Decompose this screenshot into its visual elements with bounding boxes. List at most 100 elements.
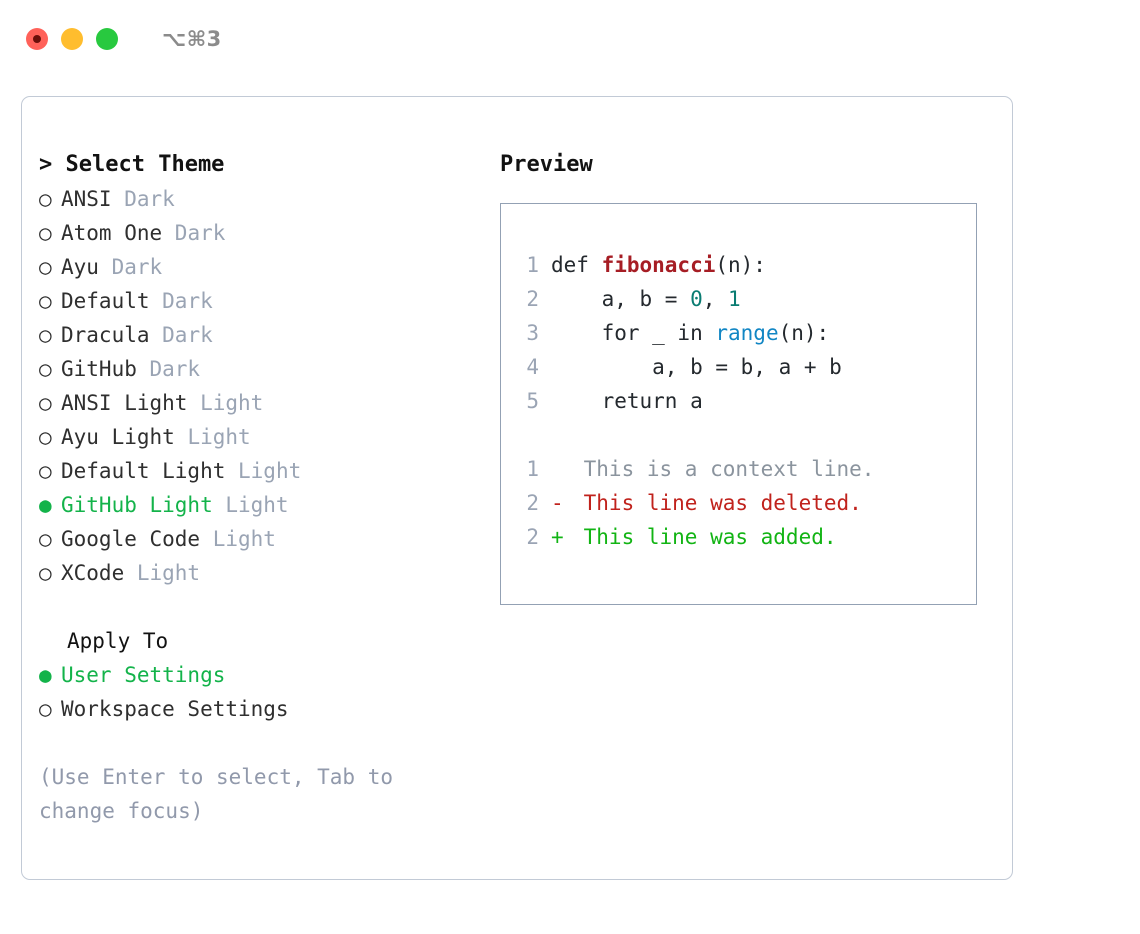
window-controls bbox=[26, 28, 118, 50]
apply-to-option-label: Workspace Settings bbox=[61, 697, 289, 721]
theme-option-variant: Light bbox=[174, 425, 251, 449]
theme-option-label: GitHub bbox=[61, 357, 137, 381]
radio-unselected-icon: ○ bbox=[39, 187, 52, 211]
code-line: 2 a, b = 0, 1 bbox=[513, 282, 976, 316]
title-bar: ⌥⌘3 bbox=[0, 0, 1140, 78]
diff-marker-icon bbox=[551, 452, 571, 486]
theme-option-default-light[interactable]: ○ Default Light Light bbox=[39, 454, 479, 488]
theme-option-ayu-light[interactable]: ○ Ayu Light Light bbox=[39, 420, 479, 454]
code-token-num: 0 bbox=[690, 287, 703, 311]
code-line: 3 for _ in range(n): bbox=[513, 316, 976, 350]
theme-option-variant: Dark bbox=[136, 357, 201, 381]
theme-option-dracula[interactable]: ○ Dracula Dark bbox=[39, 318, 479, 352]
code-token-plain: , bbox=[702, 287, 729, 311]
code-line: 5 return a bbox=[513, 384, 976, 418]
theme-option-github[interactable]: ○GitHub Dark bbox=[39, 352, 479, 386]
code-diff-spacer bbox=[513, 418, 976, 452]
keyboard-shortcut-label: ⌥⌘3 bbox=[162, 27, 222, 51]
theme-option-label: Default Light bbox=[61, 459, 226, 483]
diff-line-context: 1 This is a context line. bbox=[513, 452, 976, 486]
line-number: 4 bbox=[526, 355, 539, 379]
apply-to-option-user-settings[interactable]: ● User Settings bbox=[39, 658, 479, 692]
radio-unselected-icon: ○ bbox=[39, 255, 52, 279]
theme-option-list: ○ANSI Dark○Atom One Dark○Ayu Dark○Defaul… bbox=[39, 182, 479, 590]
theme-option-label: Default bbox=[61, 289, 150, 313]
radio-unselected-icon: ○ bbox=[39, 697, 52, 721]
line-number: 2 bbox=[526, 525, 539, 549]
code-token-plain: return a bbox=[551, 389, 703, 413]
code-token-plain: def bbox=[551, 253, 602, 277]
diff-line-text: This is a context line. bbox=[571, 457, 875, 481]
apply-to-option-list: ● User Settings ○ Workspace Settings bbox=[39, 658, 479, 726]
theme-option-ansi-light[interactable]: ○ANSI Light Light bbox=[39, 386, 479, 420]
code-token-plain: (n): bbox=[715, 253, 766, 277]
theme-option-variant: Light bbox=[124, 561, 201, 585]
line-number: 2 bbox=[526, 287, 539, 311]
code-token-plain: a, b = b, a + b bbox=[551, 355, 842, 379]
theme-option-label: ANSI bbox=[61, 187, 112, 211]
hint-spacer bbox=[39, 726, 479, 760]
apply-to-option-label: User Settings bbox=[61, 663, 226, 687]
theme-option-variant: Light bbox=[225, 459, 302, 483]
theme-option-variant: Dark bbox=[98, 255, 163, 279]
diff-line-text: This line was deleted. bbox=[571, 491, 862, 515]
code-token-num: 1 bbox=[728, 287, 741, 311]
line-number: 1 bbox=[526, 457, 539, 481]
theme-option-variant: Dark bbox=[162, 221, 226, 245]
theme-option-variant: Light bbox=[212, 493, 289, 517]
radio-unselected-icon: ○ bbox=[39, 323, 52, 347]
line-number: 3 bbox=[526, 321, 539, 345]
theme-option-label: ANSI Light bbox=[61, 391, 188, 415]
theme-option-xcode[interactable]: ○ XCode Light bbox=[39, 556, 479, 590]
line-number: 2 bbox=[526, 491, 539, 515]
theme-option-variant: Dark bbox=[111, 187, 175, 211]
theme-option-label: Ayu bbox=[61, 255, 99, 279]
radio-unselected-icon: ○ bbox=[39, 459, 52, 483]
list-spacer bbox=[39, 590, 479, 624]
code-token-plain: for _ in bbox=[551, 321, 716, 345]
radio-unselected-icon: ○ bbox=[39, 425, 52, 449]
code-token-plain: a, b = bbox=[551, 287, 691, 311]
theme-option-label: Ayu Light bbox=[61, 425, 175, 449]
theme-option-label: XCode bbox=[61, 561, 125, 585]
theme-option-variant: Dark bbox=[149, 323, 213, 347]
radio-unselected-icon: ○ bbox=[39, 289, 52, 313]
close-button[interactable] bbox=[26, 28, 48, 50]
theme-option-github-light[interactable]: ● GitHub Light Light bbox=[39, 488, 479, 522]
select-theme-heading: > Select Theme bbox=[39, 152, 225, 177]
radio-selected-icon: ● bbox=[39, 493, 52, 517]
theme-option-google-code[interactable]: ○Google Code Light bbox=[39, 522, 479, 556]
code-line: 4 a, b = b, a + b bbox=[513, 350, 976, 384]
minimize-button[interactable] bbox=[61, 28, 83, 50]
radio-unselected-icon: ○ bbox=[39, 527, 52, 551]
theme-picker-column: > Select Theme ○ANSI Dark○Atom One Dark○… bbox=[39, 148, 479, 828]
theme-option-ansi[interactable]: ○ ANSI Dark bbox=[39, 182, 479, 216]
theme-option-atom-one[interactable]: ○Atom One Dark bbox=[39, 216, 479, 250]
theme-option-label: Google Code bbox=[61, 527, 201, 551]
diff-line-text: This line was added. bbox=[571, 525, 837, 549]
theme-option-ayu[interactable]: ○ Ayu Dark bbox=[39, 250, 479, 284]
theme-option-label: GitHub Light bbox=[61, 493, 213, 517]
keyboard-hint-text: (Use Enter to select, Tab to change focu… bbox=[39, 765, 406, 823]
close-icon bbox=[33, 35, 41, 43]
code-token-plain: (n): bbox=[778, 321, 830, 345]
theme-option-label: Dracula bbox=[61, 323, 150, 347]
diff-line-added: 2+ This line was added. bbox=[513, 520, 976, 554]
theme-option-label: Atom One bbox=[61, 221, 163, 245]
theme-option-default[interactable]: ○ Default Dark bbox=[39, 284, 479, 318]
radio-unselected-icon: ○ bbox=[39, 561, 52, 585]
radio-selected-icon: ● bbox=[39, 663, 52, 687]
theme-option-variant: Dark bbox=[149, 289, 213, 313]
line-number: 1 bbox=[526, 253, 539, 277]
radio-unselected-icon: ○ bbox=[39, 391, 52, 415]
preview-heading: Preview bbox=[500, 152, 593, 177]
maximize-button[interactable] bbox=[96, 28, 118, 50]
apply-to-option-workspace-settings[interactable]: ○ Workspace Settings bbox=[39, 692, 479, 726]
line-number: 5 bbox=[526, 389, 539, 413]
code-token-builtin: range bbox=[715, 321, 779, 345]
content-panel: > Select Theme ○ANSI Dark○Atom One Dark○… bbox=[21, 96, 1013, 880]
